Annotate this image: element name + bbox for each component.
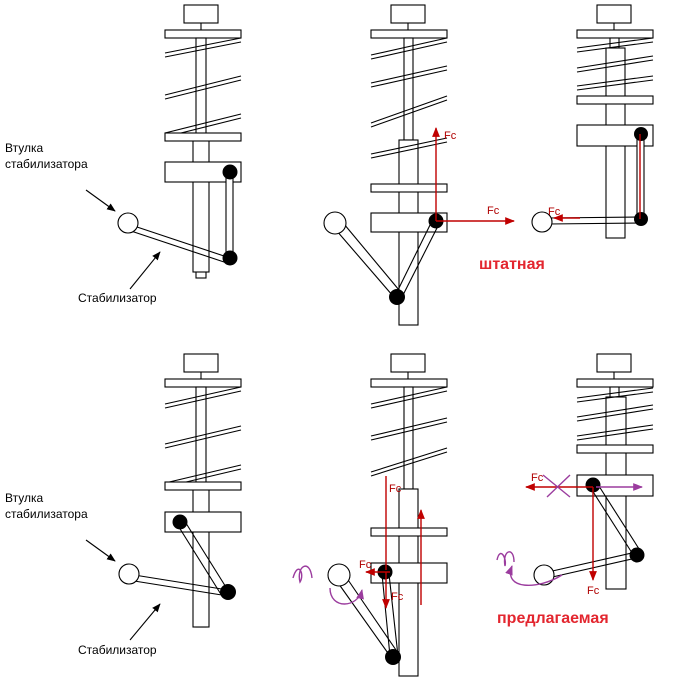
caption-proposed: предлагаемая (497, 610, 609, 627)
force-label-right: Fc (487, 205, 500, 217)
force-label-up: Fc (444, 130, 457, 142)
rotation-arrow-br (505, 565, 563, 586)
force-label-1: Fc (389, 483, 402, 495)
strut-bottom-left (118, 353, 242, 628)
bushing-label-line1-proposed: Втулка (5, 491, 43, 505)
rotation-squiggle-right (496, 551, 515, 567)
bushing-label-line2-proposed: стабилизатора (5, 507, 88, 521)
bushing-pointer-arrow (85, 189, 116, 212)
force-label-left: Fc (548, 206, 561, 218)
link-joint-upper (222, 164, 238, 180)
force-label-br-1: Fc (531, 472, 544, 484)
link-joint-lower (222, 250, 238, 266)
stabilizer-link (225, 171, 234, 259)
spring-seat-lower (164, 132, 242, 142)
force-label-3: Fc (391, 591, 404, 603)
strut-mount (183, 4, 219, 24)
rotation-squiggle-left (292, 565, 313, 584)
spring-coils (164, 37, 242, 138)
stabilizer-label: Стабилизатор (78, 291, 157, 305)
caption-stock: штатная (479, 256, 545, 273)
stabilizer-bushing (117, 212, 139, 234)
force-label-2: Fc (359, 559, 372, 571)
spring-seat-upper (164, 29, 242, 39)
force-label-br-2: Fc (587, 585, 600, 597)
strut-bottom-middle (327, 353, 448, 677)
rotation-arrow-left (329, 587, 364, 605)
cross-mark-a (542, 474, 571, 498)
cross-mark-b (546, 474, 571, 498)
strut-top-middle (323, 4, 448, 326)
stabilizer-pointer-arrow (129, 251, 161, 290)
strut-top-left (117, 4, 242, 279)
strut-bracket (164, 161, 242, 183)
bushing-label-line2: стабилизатора (5, 157, 88, 171)
stabilizer-label-proposed: Стабилизатор (78, 643, 157, 657)
strut-top-right (531, 4, 654, 239)
bushing-label-line1: Втулка (5, 141, 43, 155)
